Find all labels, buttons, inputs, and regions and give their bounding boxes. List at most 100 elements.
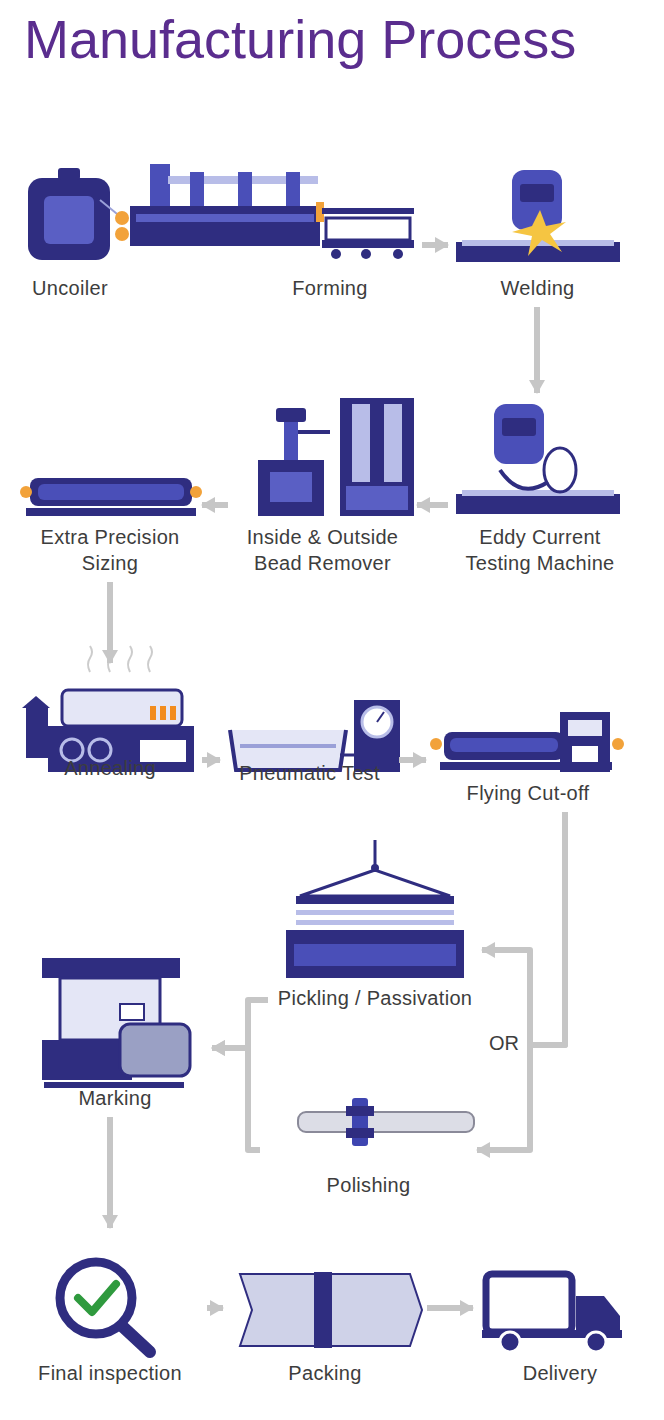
uncoiler-icon [28, 168, 122, 260]
shape [393, 249, 403, 259]
flow-arrow [212, 1048, 260, 1150]
shape [500, 1332, 520, 1352]
shape [430, 738, 442, 750]
shape [240, 744, 336, 748]
inspection-icon [60, 1262, 150, 1352]
shape [520, 184, 554, 202]
shape [20, 486, 32, 498]
shape [26, 708, 48, 758]
flow-arrow [427, 1305, 473, 1311]
flow-arrow [202, 757, 220, 763]
shape [160, 706, 166, 720]
shape [450, 738, 558, 752]
delivery-truck-icon [482, 1274, 622, 1352]
step-label: Annealing [64, 755, 156, 781]
shape [296, 910, 454, 915]
step-label: Inside & Outside Bead Remover [234, 524, 411, 576]
step-label: Pickling / Passivation [278, 985, 472, 1011]
shape [120, 1024, 190, 1076]
step-label: Extra Precision Sizing [24, 524, 196, 576]
eddy-current-icon [456, 404, 620, 514]
shape [314, 1272, 332, 1348]
step-label: Pneumatic Test [239, 760, 380, 786]
shape [286, 172, 300, 206]
shape [486, 1274, 572, 1332]
shape [270, 472, 312, 502]
shape [296, 896, 454, 904]
shape [377, 712, 384, 722]
process-step: Final inspection [15, 1230, 205, 1390]
shape [298, 1112, 474, 1132]
page-title: Manufacturing Process [24, 8, 576, 70]
shape [78, 1284, 116, 1312]
step-label: Delivery [523, 1360, 598, 1386]
flow-arrow [417, 502, 448, 508]
process-step: Delivery [475, 1260, 645, 1390]
shape [258, 460, 324, 516]
marking-machine-icon [42, 958, 190, 1088]
shape [276, 408, 306, 422]
shape [294, 944, 456, 966]
shape [586, 1332, 606, 1352]
shape [28, 178, 110, 260]
shape [115, 211, 129, 225]
process-step: Welding [450, 160, 625, 305]
shape [286, 930, 464, 978]
pneumatic-test-icon [230, 700, 400, 772]
flow-arrow [202, 502, 228, 508]
shape [494, 404, 544, 464]
shape [444, 732, 564, 760]
shape [384, 404, 402, 482]
shape [322, 208, 414, 214]
step-label: Uncoiler [32, 275, 108, 301]
flow-arrow [482, 812, 565, 1045]
step-label: Forming [292, 275, 367, 301]
step-label: Polishing [327, 1172, 411, 1198]
shape [462, 490, 614, 496]
shape [122, 1326, 150, 1352]
flow-arrow [399, 757, 426, 763]
shape [340, 754, 354, 757]
shape [115, 227, 129, 241]
welding-icon [456, 170, 620, 262]
flow-arrow [534, 307, 540, 393]
shape [300, 870, 450, 896]
shape [326, 218, 410, 240]
shape [346, 1128, 374, 1138]
shape [130, 206, 320, 246]
shape [22, 696, 50, 708]
shape [62, 690, 182, 726]
step-label: Flying Cut-off [467, 780, 590, 806]
shape [38, 484, 184, 500]
shape [362, 707, 392, 737]
sizing-machine-icon [20, 478, 202, 516]
shape [440, 762, 612, 770]
packing-bundle-icon [240, 1272, 422, 1348]
shape [284, 420, 298, 460]
step-label: Welding [501, 275, 575, 301]
forming-machine-icon [115, 164, 414, 259]
shape [346, 486, 408, 510]
process-step: Inside & Outside Bead Remover [230, 395, 415, 580]
shape [136, 214, 314, 222]
flow-arrow [422, 242, 448, 248]
shape [190, 486, 202, 498]
polishing-icon [298, 1098, 474, 1146]
shape [352, 1098, 368, 1146]
flow-arrow [107, 1117, 113, 1228]
shape [60, 1262, 132, 1334]
shape [354, 700, 400, 772]
shape [296, 920, 454, 925]
process-step: Pickling / Passivation [270, 840, 480, 1015]
shape [500, 470, 548, 489]
shape [331, 249, 341, 259]
shape [544, 448, 576, 492]
shape [456, 494, 620, 514]
step-label: Final inspection [38, 1360, 182, 1386]
annealing-furnace-icon [22, 646, 194, 772]
bead-remover-icon [258, 398, 414, 516]
shape [190, 172, 204, 206]
pickling-tank-icon [286, 840, 464, 978]
shape [88, 646, 92, 672]
